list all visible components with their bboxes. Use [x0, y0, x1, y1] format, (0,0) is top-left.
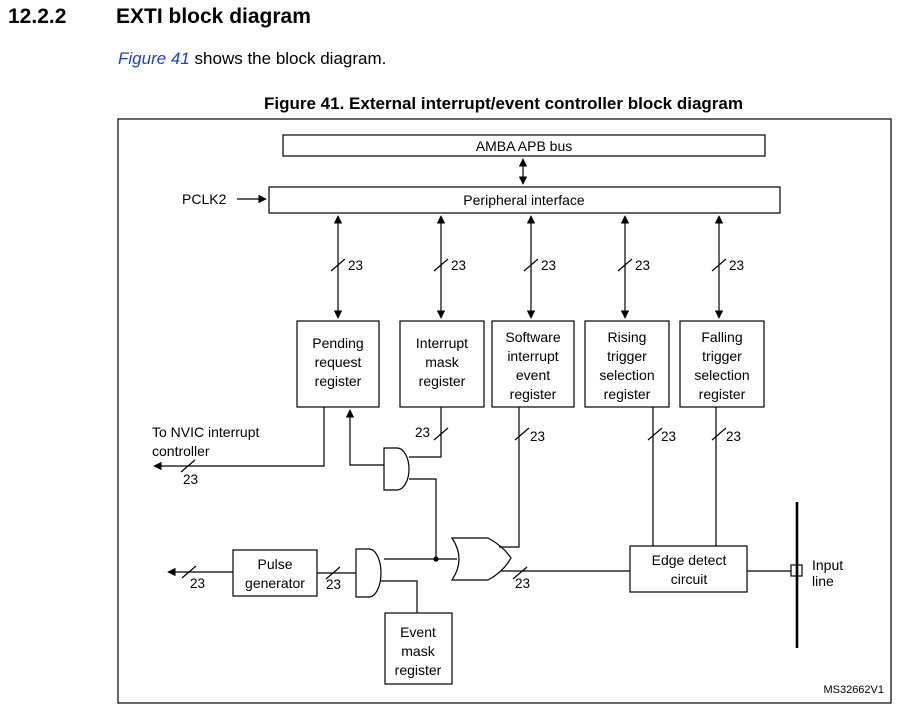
software-interrupt-register-label: Software interrupt event register: [505, 329, 560, 402]
svg-text:Edge detect: Edge detect: [652, 552, 727, 568]
software-interrupt-register-box: [491, 320, 575, 408]
section-title: EXTI block diagram: [116, 5, 311, 28]
svg-text:line: line: [812, 573, 834, 589]
input-line-label: Input line: [812, 557, 843, 589]
figure-caption: Figure 41. External interrupt/event cont…: [264, 94, 743, 113]
bus-width-label: 23: [541, 258, 556, 273]
bus-width-label: 23: [515, 576, 530, 591]
figure-frame: [117, 118, 892, 704]
event-mask-to-and: [381, 580, 418, 613]
svg-text:selection: selection: [694, 367, 749, 383]
interrupt-and-to-pending: [345, 409, 384, 466]
svg-text:event: event: [516, 367, 550, 383]
amba-bus-box: [282, 134, 766, 157]
or-output-to-interrupt-and: [409, 478, 437, 559]
svg-text:interrupt: interrupt: [507, 348, 558, 364]
falling-trigger-register-label: Falling trigger selection register: [694, 329, 749, 402]
intro-text: shows the block diagram.: [189, 49, 387, 68]
svg-text:Rising: Rising: [608, 329, 647, 345]
intro-paragraph: Figure 41 shows the block diagram.: [118, 49, 386, 69]
svg-text:To NVIC interrupt: To NVIC interrupt: [152, 424, 259, 440]
rising-trigger-register-label: Rising trigger selection register: [599, 329, 654, 402]
pending-register-box: [296, 320, 380, 408]
bus-width-label: 23: [635, 258, 650, 273]
peripheral-interface-box: [268, 186, 781, 214]
bus-width-label: 23: [415, 425, 430, 440]
nvic-output-label: To NVIC interrupt controller: [152, 424, 259, 459]
event-mask-register-box: [384, 612, 453, 685]
bus-width-label: 23: [661, 429, 676, 444]
bus-width-label: 23: [183, 472, 198, 487]
interrupt-mask-to-and: [409, 407, 442, 458]
or-gate: [450, 537, 512, 581]
pulse-generator-label: Pulse generator: [245, 556, 305, 591]
svg-text:register: register: [604, 386, 651, 402]
falling-trigger-register-box: [679, 320, 765, 408]
svg-text:register: register: [395, 662, 442, 678]
bus-width-label: 23: [729, 258, 744, 273]
svg-text:mask: mask: [425, 354, 459, 370]
svg-text:mask: mask: [401, 643, 435, 659]
figure-link[interactable]: Figure 41: [118, 49, 190, 68]
svg-text:Software: Software: [505, 329, 560, 345]
bus-width-label: 23: [726, 429, 741, 444]
svg-text:register: register: [419, 373, 466, 389]
bus-width-label: 23: [326, 577, 341, 592]
nvic-output-line: [153, 407, 325, 471]
interrupt-and-gate: [383, 447, 410, 491]
amba-bus-label: AMBA APB bus: [476, 138, 573, 154]
svg-text:request: request: [315, 354, 362, 370]
svg-text:circuit: circuit: [671, 571, 708, 587]
section-heading: 12.2.2 EXTI block diagram: [8, 5, 311, 29]
bus-width-label: 23: [190, 576, 205, 591]
section-number: 12.2.2: [8, 5, 67, 28]
edge-detect-label: Edge detect circuit: [652, 552, 727, 587]
svg-text:trigger: trigger: [702, 348, 742, 364]
svg-text:Input: Input: [812, 557, 843, 573]
bus-width-label: 23: [348, 258, 363, 273]
interrupt-mask-register-box: [399, 320, 485, 408]
junction-dot: [433, 556, 439, 562]
rising-trigger-register-box: [584, 320, 670, 408]
event-mask-register-label: Event mask register: [395, 624, 442, 678]
svg-text:Falling: Falling: [701, 329, 742, 345]
pclk-label: PCLK2: [182, 191, 227, 207]
figure-code: MS32662V1: [823, 684, 884, 696]
svg-text:selection: selection: [599, 367, 654, 383]
svg-text:register: register: [699, 386, 746, 402]
peripheral-interface-label: Peripheral interface: [463, 192, 585, 208]
svg-text:generator: generator: [245, 575, 305, 591]
bus-width-label: 23: [451, 258, 466, 273]
svg-text:trigger: trigger: [607, 348, 647, 364]
svg-text:register: register: [315, 373, 362, 389]
software-to-or: [499, 407, 520, 548]
bus-width-label: 23: [530, 429, 545, 444]
svg-text:Pulse: Pulse: [257, 556, 292, 572]
event-and-gate: [355, 548, 382, 598]
svg-text:register: register: [510, 386, 557, 402]
edge-detect-box: [629, 545, 748, 593]
pending-register-label: Pending request register: [312, 335, 363, 389]
svg-text:Event: Event: [400, 624, 436, 640]
interrupt-mask-register-label: Interrupt mask register: [416, 335, 468, 389]
svg-text:Interrupt: Interrupt: [416, 335, 468, 351]
svg-text:Pending: Pending: [312, 335, 363, 351]
svg-text:controller: controller: [152, 443, 210, 459]
